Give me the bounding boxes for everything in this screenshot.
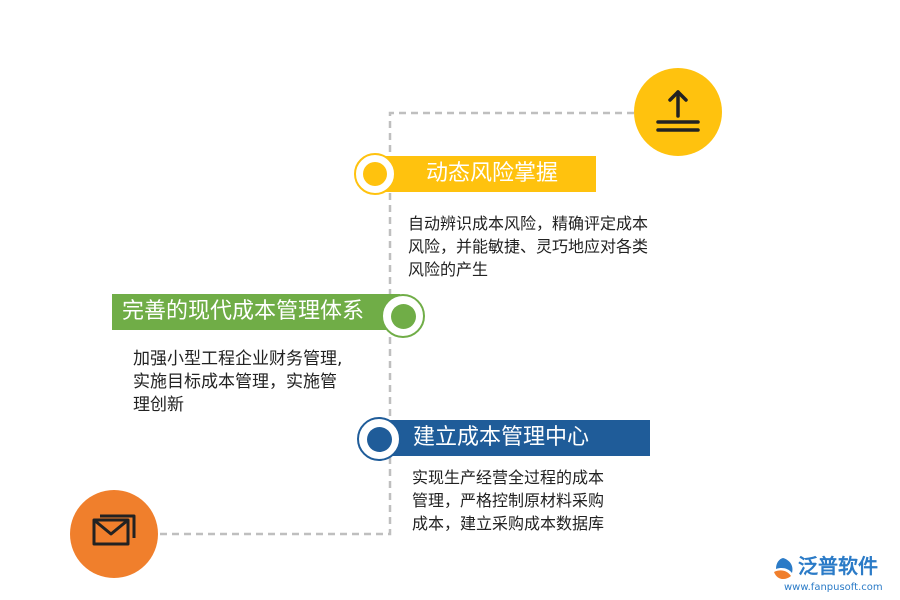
- node-1-description: 自动辨识成本风险，精确评定成本 风险，并能敏捷、灵巧地应对各类 风险的产生: [408, 212, 698, 281]
- node-1-banner: 动态风险掌握: [372, 156, 596, 192]
- node-2-marker: [381, 294, 425, 338]
- node-3-line-3: 成本，建立采购成本数据库: [412, 514, 605, 533]
- node-2-description: 加强小型工程企业财务管理, 实施目标成本管理，实施管 理创新: [133, 348, 383, 417]
- logo-url-text: www.fanpusoft.com: [784, 582, 883, 593]
- node-3-line-2: 管理，严格控制原材料采购: [412, 491, 605, 510]
- node-2-dot: [390, 303, 416, 329]
- dashed-connector: [158, 111, 634, 536]
- node-1-marker: [354, 153, 396, 195]
- node-2-line-2: 实施目标成本管理，实施管: [133, 372, 337, 392]
- node-3-banner: 建立成本管理中心: [378, 420, 650, 456]
- node-1-line-3: 风险的产生: [408, 260, 489, 279]
- node-1-line-2: 风险，并能敏捷、灵巧地应对各类: [408, 237, 649, 256]
- node-3-title: 建立成本管理中心: [413, 425, 590, 450]
- envelope-icon: [86, 504, 142, 564]
- node-1-line-1: 自动辨识成本风险，精确评定成本: [408, 214, 649, 233]
- upload-arrow-icon: [650, 82, 706, 142]
- brand-logo: 泛普软件 www.fanpusoft.com: [770, 553, 894, 597]
- logo-mark-icon: [774, 558, 793, 580]
- node-1-dot: [363, 162, 387, 186]
- node-2-line-3: 理创新: [133, 395, 184, 415]
- mail-circle: [70, 490, 158, 578]
- upload-circle: [634, 68, 722, 156]
- node-3-marker: [357, 417, 401, 461]
- logo-brand-text: 泛普软件: [798, 554, 878, 578]
- node-3-description: 实现生产经营全过程的成本 管理，严格控制原材料采购 成本，建立采购成本数据库: [412, 466, 672, 535]
- node-2-title: 完善的现代成本管理体系: [122, 299, 365, 324]
- node-1-title: 动态风险掌握: [426, 161, 559, 186]
- node-2-banner: 完善的现代成本管理体系: [112, 294, 400, 330]
- node-3-line-1: 实现生产经营全过程的成本: [412, 468, 605, 487]
- node-2-line-1: 加强小型工程企业财务管理,: [133, 349, 343, 369]
- node-3-dot: [366, 426, 392, 452]
